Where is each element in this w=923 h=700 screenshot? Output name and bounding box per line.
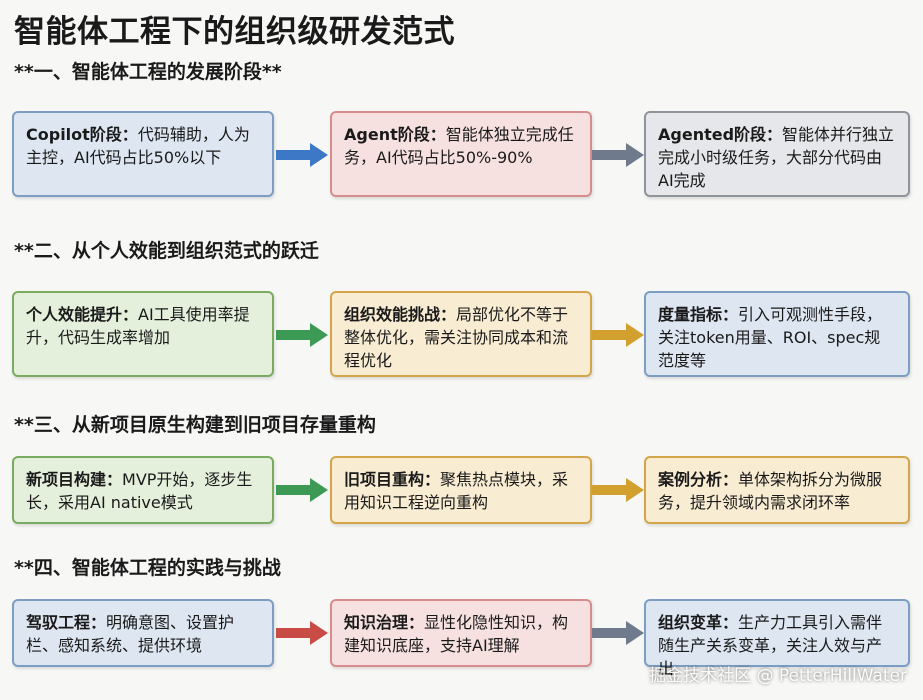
right-arrow-icon (592, 621, 644, 645)
right-arrow-icon (276, 478, 328, 502)
page-title: 智能体工程下的组织级研发范式 (14, 14, 455, 50)
copilot-stage-box: Copilot阶段：代码辅助，人为主控，AI代码占比50%以下 (12, 111, 274, 197)
box-label: 驾驭工程： (26, 613, 107, 632)
box-label: Copilot阶段： (26, 125, 138, 144)
box-text: 智能体并行独立完成小时级任务，大部分代码由AI完成 (658, 125, 895, 190)
arrow-shape (592, 323, 644, 347)
box-text: 智能体独立完成任务，AI代码占比50%-90% (344, 125, 574, 167)
box-text: 单体架构拆分为微服务，提升领域内需求闭环率 (658, 470, 883, 512)
box-text: 生产力工具引入需伴随生产关系变革，关注人效与产出 (658, 613, 883, 678)
section-row-4: 驾驭工程：明确意图、设置护栏、感知系统、提供环境 知识治理：显性化隐性知识，构建… (0, 599, 923, 689)
agent-stage-box: Agent阶段：智能体独立完成任务，AI代码占比50%-90% (330, 111, 592, 197)
section-heading-2: **二、从个人效能到组织范式的跃迁 (14, 240, 319, 262)
box-text: MVP开始，逐步生长，采用AI native模式 (26, 470, 253, 512)
box-text: AI工具使用率提升，代码生成率增加 (26, 305, 250, 347)
box-text: 聚焦热点模块，采用知识工程逆向重构 (344, 470, 569, 512)
arrow-shape (276, 621, 328, 645)
section-row-3: 新项目构建：MVP开始，逐步生长，采用AI native模式 旧项目重构：聚焦热… (0, 456, 923, 546)
section-heading-4: **四、智能体工程的实践与挑战 (14, 557, 281, 579)
section-row-2: 个人效能提升：AI工具使用率提升，代码生成率增加 组织效能挑战：局部优化不等于整… (0, 291, 923, 381)
box-label: 组织效能挑战： (344, 305, 457, 324)
box-label: 新项目构建： (26, 470, 123, 489)
personal-efficiency-box: 个人效能提升：AI工具使用率提升，代码生成率增加 (12, 291, 274, 377)
box-text: 局部优化不等于整体优化，需关注协同成本和流程优化 (344, 305, 569, 370)
arrow-shape (592, 478, 644, 502)
right-arrow-icon (276, 143, 328, 167)
right-arrow-icon (592, 478, 644, 502)
box-label: Agent阶段： (344, 125, 446, 144)
section-heading-1: **一、智能体工程的发展阶段** (14, 61, 282, 83)
arrow-shape (276, 323, 328, 347)
box-label: 案例分析： (658, 470, 739, 489)
watermark: 掘金技术社区 @ PetterHillWater (649, 666, 907, 686)
case-study-box: 案例分析：单体架构拆分为微服务，提升领域内需求闭环率 (644, 456, 910, 524)
box-label: 知识治理： (344, 613, 425, 632)
arrow-shape (592, 143, 644, 167)
arrow-shape (276, 478, 328, 502)
box-label: 度量指标： (658, 305, 739, 324)
right-arrow-icon (276, 323, 328, 347)
section-heading-3: **三、从新项目原生构建到旧项目存量重构 (14, 414, 376, 436)
new-project-box: 新项目构建：MVP开始，逐步生长，采用AI native模式 (12, 456, 274, 524)
org-efficiency-box: 组织效能挑战：局部优化不等于整体优化，需关注协同成本和流程优化 (330, 291, 592, 377)
right-arrow-icon (592, 323, 644, 347)
org-change-box: 组织变革：生产力工具引入需伴随生产关系变革，关注人效与产出 (644, 599, 910, 678)
arrow-shape (276, 143, 328, 167)
harness-engineering-box: 驾驭工程：明确意图、设置护栏、感知系统、提供环境 (12, 599, 274, 667)
section-row-1: Copilot阶段：代码辅助，人为主控，AI代码占比50%以下 Agent阶段：… (0, 111, 923, 201)
knowledge-governance-box: 知识治理：显性化隐性知识，构建知识底座，支持AI理解 (330, 599, 592, 667)
box-text: 代码辅助，人为主控，AI代码占比50%以下 (26, 125, 250, 167)
box-label: 个人效能提升： (26, 305, 139, 324)
right-arrow-icon (592, 143, 644, 167)
agented-stage-box: Agented阶段：智能体并行独立完成小时级任务，大部分代码由AI完成 (644, 111, 910, 197)
legacy-refactor-box: 旧项目重构：聚焦热点模块，采用知识工程逆向重构 (330, 456, 592, 524)
right-arrow-icon (276, 621, 328, 645)
box-text: 引入可观测性手段，关注token用量、ROI、spec规范度等 (658, 305, 883, 370)
metrics-box: 度量指标：引入可观测性手段，关注token用量、ROI、spec规范度等 (644, 291, 910, 377)
box-label: 组织变革： (658, 613, 739, 632)
box-label: Agented阶段： (658, 125, 783, 144)
box-text: 显性化隐性知识，构建知识底座，支持AI理解 (344, 613, 569, 655)
box-text: 明确意图、设置护栏、感知系统、提供环境 (26, 613, 235, 655)
arrow-shape (592, 621, 644, 645)
box-label: 旧项目重构： (344, 470, 441, 489)
